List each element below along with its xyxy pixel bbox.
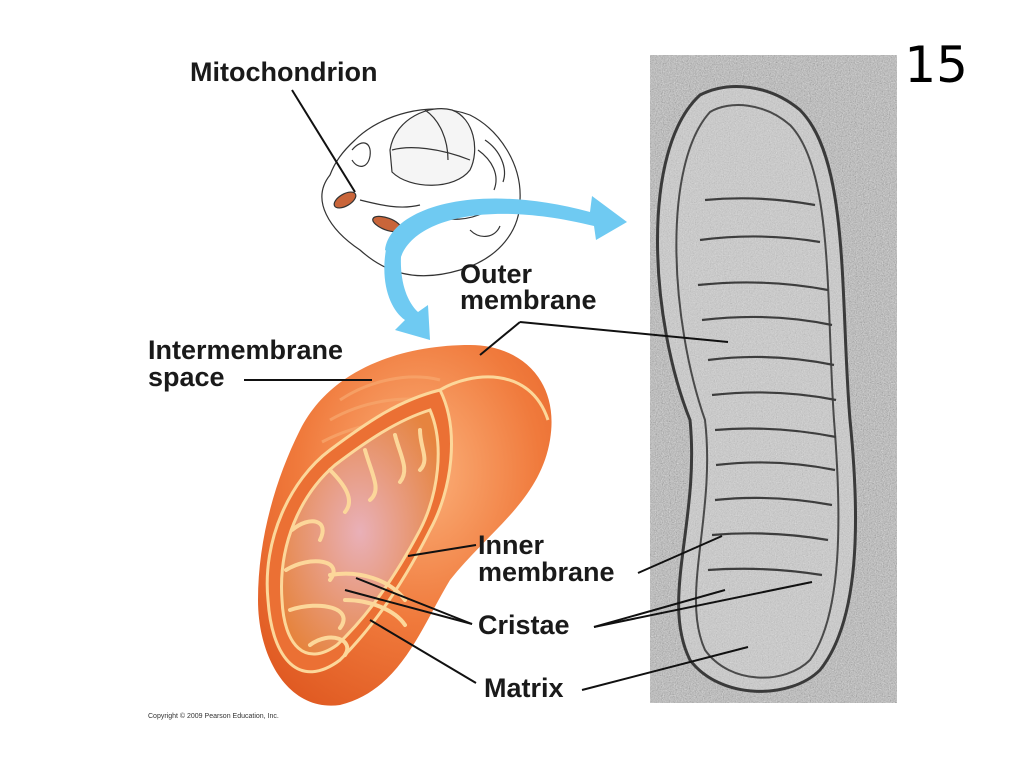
label-mitochondrion: Mitochondrion	[190, 57, 378, 87]
copyright-notice: Copyright © 2009 Pearson Education, Inc.	[148, 713, 279, 720]
leader-cristae-1	[355, 577, 473, 625]
leader-cristae-3	[593, 589, 726, 628]
micrograph-outer-membrane	[656, 85, 858, 693]
slide-number: 15	[904, 36, 968, 94]
mito-cristae	[284, 428, 427, 657]
cell-illustration	[321, 108, 521, 277]
label-intermembrane-line1: Intermembrane	[148, 335, 344, 365]
leader-cristae-4	[593, 581, 813, 628]
arrow-to-micrograph	[385, 196, 627, 260]
label-outer-membrane-line2: membrane	[460, 285, 597, 315]
mitochondrion-model	[258, 345, 552, 706]
leader-inner-right	[637, 535, 723, 574]
label-inner-membrane-line2: membrane	[478, 557, 615, 587]
leader-mitochondrion	[291, 89, 356, 193]
label-matrix: Matrix	[484, 673, 564, 703]
micrograph-grain	[650, 55, 897, 703]
blue-arrows	[384, 196, 627, 340]
leader-outer-right	[519, 321, 729, 343]
micrograph-inner-membrane	[675, 104, 840, 679]
leader-matrix-right	[581, 646, 749, 691]
leader-inner-left	[407, 544, 477, 557]
label-outer-membrane-line1: Outer	[460, 259, 533, 289]
leader-lines	[244, 89, 813, 691]
leader-outer-left	[479, 321, 521, 356]
leader-matrix-left	[369, 619, 477, 684]
leader-cristae-2	[344, 589, 473, 625]
micrograph-cristae	[697, 197, 837, 577]
label-cristae: Cristae	[478, 610, 570, 640]
micrograph-panel	[650, 55, 897, 703]
mito-matrix	[280, 408, 440, 656]
label-intermembrane-line2: space	[148, 362, 225, 392]
arrow-to-model	[384, 240, 430, 340]
label-inner-membrane-line1: Inner	[478, 530, 545, 560]
